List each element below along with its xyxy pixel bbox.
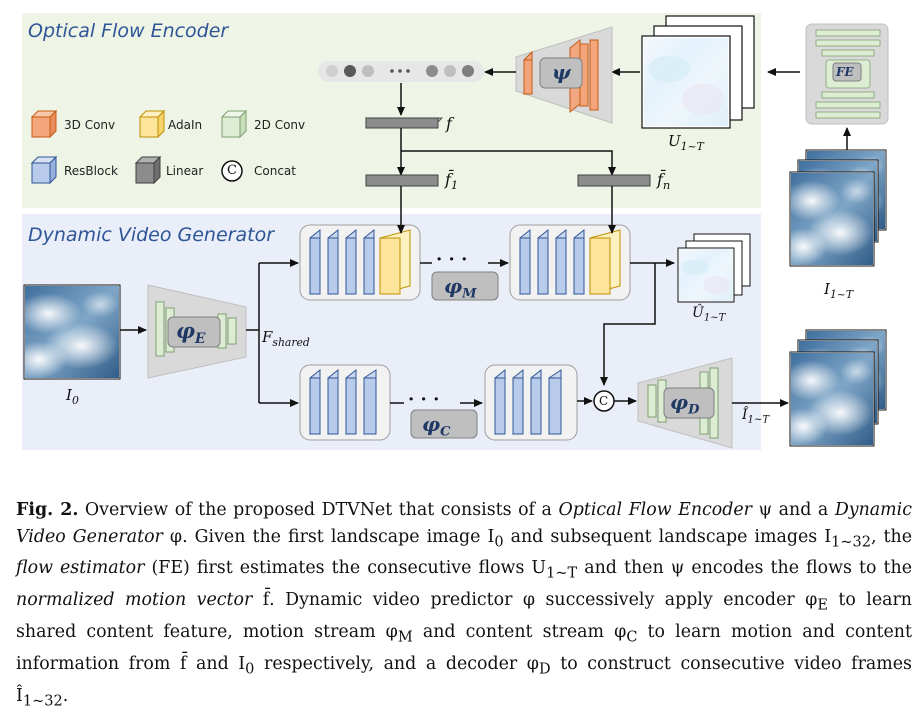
legend-concat-swatch: [221, 160, 243, 182]
legend-label-resblock: ResBlock: [64, 164, 118, 178]
legend-2d-conv-swatch: [220, 109, 248, 139]
input-frames-stack: [789, 149, 887, 267]
f-label: f: [446, 114, 452, 133]
phi-m-symbol: φM: [444, 274, 477, 302]
output-frames-label: Î1~T: [742, 407, 770, 426]
fe-label: FE: [836, 65, 854, 79]
dtvnet-diagram: [22, 13, 889, 450]
encoder-title: Optical Flow Encoder: [28, 20, 229, 42]
concat-symbol: C: [599, 394, 609, 408]
legend-linear-swatch: [134, 155, 162, 185]
flow-estimator: [805, 23, 889, 125]
linear-f1: [365, 174, 439, 187]
output-frames-stack: [789, 329, 887, 447]
motion-dots: · · ·: [436, 249, 468, 270]
content-dots: · · ·: [408, 389, 440, 410]
predicted-flows-label: Û1~T: [692, 305, 726, 324]
f-shared-label: Fshared: [262, 328, 310, 349]
linear-fn: [577, 174, 651, 187]
phi-d-symbol: φD: [670, 390, 700, 418]
motion-block-2: [509, 224, 631, 301]
decoder-phi-d: [637, 357, 733, 449]
input-frames-label: I1~T: [824, 280, 854, 301]
caption-fig-label: Fig. 2.: [16, 500, 79, 520]
legend-label-linear: Linear: [166, 164, 204, 178]
content-block-1: [299, 364, 391, 441]
legend-label-adain: AdaIn: [168, 118, 203, 132]
legend-3d-conv-swatch: [30, 109, 58, 139]
legend-adain-swatch: [138, 109, 166, 139]
f1-label: f̄1: [445, 170, 459, 193]
flow-maps-stack: [641, 15, 755, 129]
input-image-i0: [23, 284, 121, 380]
legend-label-concat: Concat: [254, 164, 296, 178]
legend-label-3d-conv: 3D Conv: [64, 118, 116, 132]
linear-f: [364, 117, 444, 129]
psi-encoder: [515, 26, 613, 124]
encoder-phi-e: [147, 284, 247, 379]
legend-concat-symbol: C: [227, 163, 237, 178]
generator-title: Dynamic Video Generator: [28, 224, 275, 246]
figure-caption: Fig. 2. Overview of the proposed DTVNet …: [16, 500, 913, 710]
motion-block-1: [299, 224, 421, 301]
psi-symbol: ψ: [552, 60, 571, 84]
phi-c-symbol: φC: [422, 412, 451, 440]
predicted-flows-stack: [677, 233, 751, 303]
fn-label: f̄n: [657, 170, 671, 193]
phi-m-label-box: [431, 271, 499, 301]
legend-label-2d-conv: 2D Conv: [254, 118, 306, 132]
flows-label: U1~T: [668, 132, 704, 153]
motion-vector-dots: [318, 61, 484, 82]
phi-c-label-box: [410, 409, 478, 439]
phi-e-symbol: φE: [176, 318, 206, 347]
i0-label: I0: [66, 386, 79, 407]
legend-resblock-swatch: [30, 155, 58, 185]
content-block-2: [484, 364, 578, 441]
